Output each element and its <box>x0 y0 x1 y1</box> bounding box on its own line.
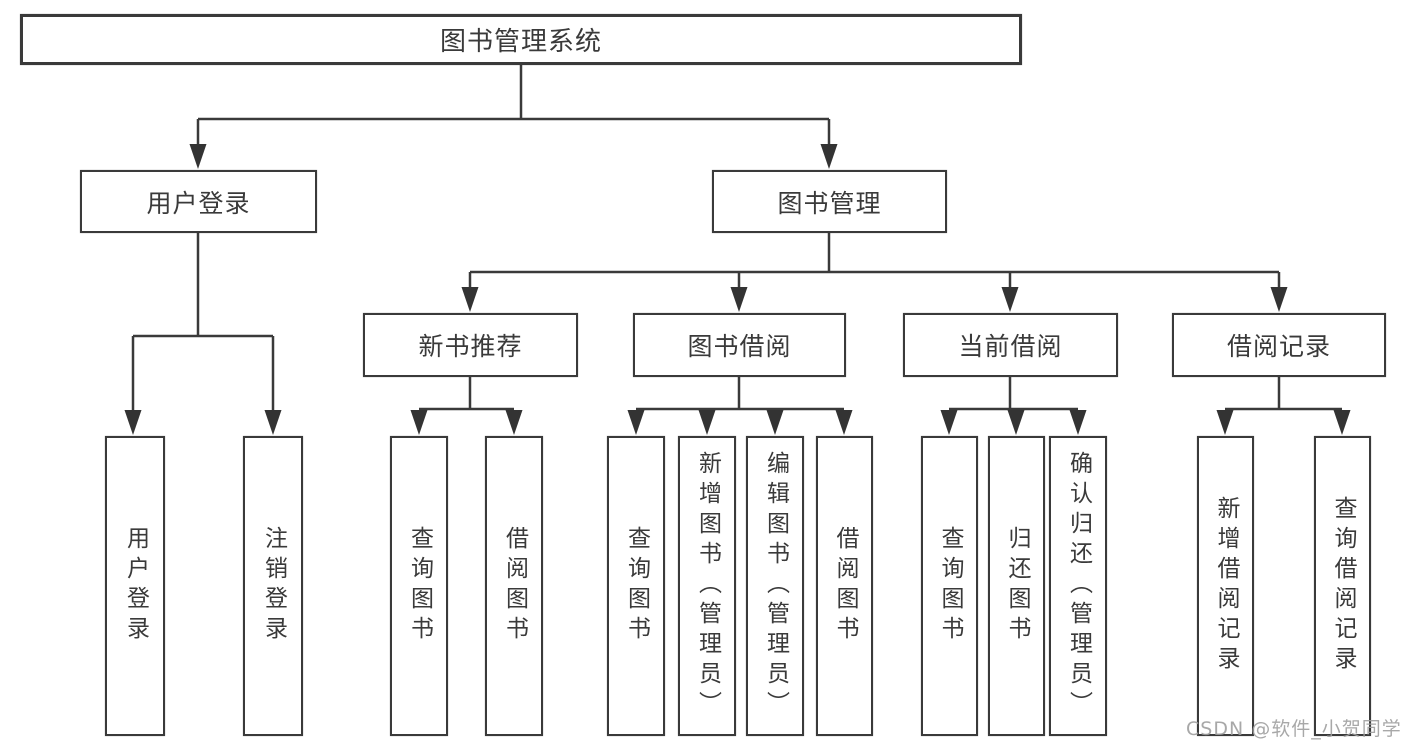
leaf-query-books-current: 查询图书 <box>921 436 978 736</box>
node-label: 用户登录 <box>122 526 149 646</box>
node-label: 查询借阅记录 <box>1330 496 1356 676</box>
node-label: 新增图书（管理员） <box>694 451 721 721</box>
leaf-add-borrow-record: 新增借阅记录 <box>1197 436 1254 736</box>
leaf-borrow-books-newbook: 借阅图书 <box>485 436 543 736</box>
leaf-query-books-newbook: 查询图书 <box>390 436 448 736</box>
node-label: 注销登录 <box>260 526 287 646</box>
node-label: 编辑图书（管理员） <box>762 451 789 721</box>
leaf-logout: 注销登录 <box>243 436 303 736</box>
node-label: 归还图书 <box>1004 526 1030 646</box>
leaf-query-borrow-record: 查询借阅记录 <box>1314 436 1371 736</box>
node-label: 确认归还（管理员） <box>1065 451 1092 721</box>
node-label: 查询图书 <box>406 526 433 646</box>
node-user-login: 用户登录 <box>80 170 317 233</box>
node-borrowing-records: 借阅记录 <box>1172 313 1386 377</box>
node-new-book-recommend: 新书推荐 <box>363 313 578 377</box>
csdn-watermark: CSDN @软件_小贺同学 <box>1186 718 1402 740</box>
leaf-add-books-admin: 新增图书（管理员） <box>678 436 736 736</box>
node-label: 查询图书 <box>623 526 650 646</box>
node-label: 图书借阅 <box>687 332 792 361</box>
node-book-management: 图书管理 <box>712 170 947 233</box>
node-label: 查询图书 <box>937 526 963 646</box>
node-book-borrowing: 图书借阅 <box>633 313 846 377</box>
node-label: 借阅图书 <box>832 526 858 646</box>
leaf-query-books-borrowing: 查询图书 <box>607 436 665 736</box>
leaf-borrow-books-borrowing: 借阅图书 <box>816 436 873 736</box>
node-current-borrowing: 当前借阅 <box>903 313 1118 377</box>
node-label: 借阅图书 <box>501 526 528 646</box>
node-label: 图书管理系统 <box>439 27 602 57</box>
node-label: 新增借阅记录 <box>1213 496 1239 676</box>
node-library-management-system: 图书管理系统 <box>20 14 1022 65</box>
node-label: 新书推荐 <box>418 332 523 361</box>
leaf-return-books: 归还图书 <box>988 436 1045 736</box>
leaf-confirm-return-admin: 确认归还（管理员） <box>1049 436 1107 736</box>
leaf-user-login: 用户登录 <box>105 436 165 736</box>
node-label: 当前借阅 <box>958 332 1063 361</box>
node-label: 图书管理 <box>777 188 882 218</box>
leaf-edit-books-admin: 编辑图书（管理员） <box>746 436 804 736</box>
node-label: 借阅记录 <box>1226 332 1331 361</box>
node-label: 用户登录 <box>146 188 251 218</box>
